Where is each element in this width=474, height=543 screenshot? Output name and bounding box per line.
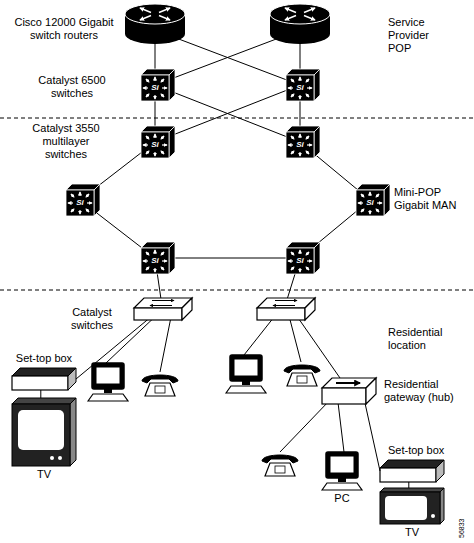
phone-icon <box>284 365 320 386</box>
icon-badge: Si <box>296 257 304 265</box>
device-group-label: Cisco 12000 Gigabit switch routers <box>8 16 120 42</box>
pc-icon <box>226 355 266 393</box>
region-label: Service Provider POP <box>388 16 444 55</box>
icon-badge: Si <box>151 141 159 149</box>
set-top-icon <box>12 368 76 390</box>
workgroup-switch-icon <box>257 298 315 320</box>
residential-gateway: Residential gateway (hub) <box>322 378 376 404</box>
tv-icon <box>380 488 444 524</box>
pc-icon <box>322 452 362 490</box>
pc-icon <box>88 363 128 401</box>
device-label: TV <box>37 468 51 481</box>
device-group-label: Catalyst 3550 multilayer switches <box>24 122 108 161</box>
tv-icon <box>12 398 76 466</box>
network-cable <box>40 390 41 398</box>
multilayer-switch-icon <box>141 126 175 158</box>
network-cable <box>338 404 344 452</box>
multilayer-switch-icon <box>356 184 390 216</box>
multilayer-switch-icon <box>286 242 320 274</box>
gateway-icon <box>322 378 376 404</box>
icon-badge: Si <box>366 199 374 207</box>
network-cable <box>365 404 380 471</box>
pc-workstation: PC <box>322 452 362 490</box>
device-group-label: Catalyst switches <box>62 306 122 332</box>
icon-badge: Si <box>151 84 159 92</box>
workgroup-switch-icon <box>134 298 192 320</box>
icon-badge: Si <box>151 257 159 265</box>
network-cable <box>408 482 409 488</box>
device-group-label: Catalyst 6500 switches <box>30 74 114 100</box>
device-label: TV <box>405 526 419 539</box>
region-label: Mini-POP Gigabit MAN <box>394 186 466 212</box>
tv-set: TV <box>380 488 444 524</box>
icon-badge: Si <box>76 199 84 207</box>
multilayer-switch-icon <box>286 126 320 158</box>
phone-icon <box>262 455 298 476</box>
multilayer-switch-icon <box>66 184 100 216</box>
multilayer-switch-icon <box>286 69 320 101</box>
figure-number: 56833 <box>458 519 466 538</box>
set-top-icon <box>380 460 444 482</box>
device-label: Residential gateway (hub) <box>384 378 460 404</box>
icon-badge: Si <box>296 84 304 92</box>
icon-badge: Si <box>296 141 304 149</box>
tv-set: TV <box>12 398 76 466</box>
set-top-box: Set-top box <box>380 460 444 482</box>
region-label: Residential location <box>388 326 458 352</box>
device-label: PC <box>334 492 349 505</box>
set-top-box: Set-top box <box>12 368 76 390</box>
zone-divider <box>0 118 474 290</box>
multilayer-switch-icon <box>141 69 175 101</box>
device-label: Set-top box <box>388 444 444 457</box>
router-icon <box>270 4 330 44</box>
device-label: Set-top box <box>16 352 72 365</box>
router-icon <box>125 4 185 44</box>
phone-icon <box>142 375 178 396</box>
multilayer-switch-icon <box>141 242 175 274</box>
